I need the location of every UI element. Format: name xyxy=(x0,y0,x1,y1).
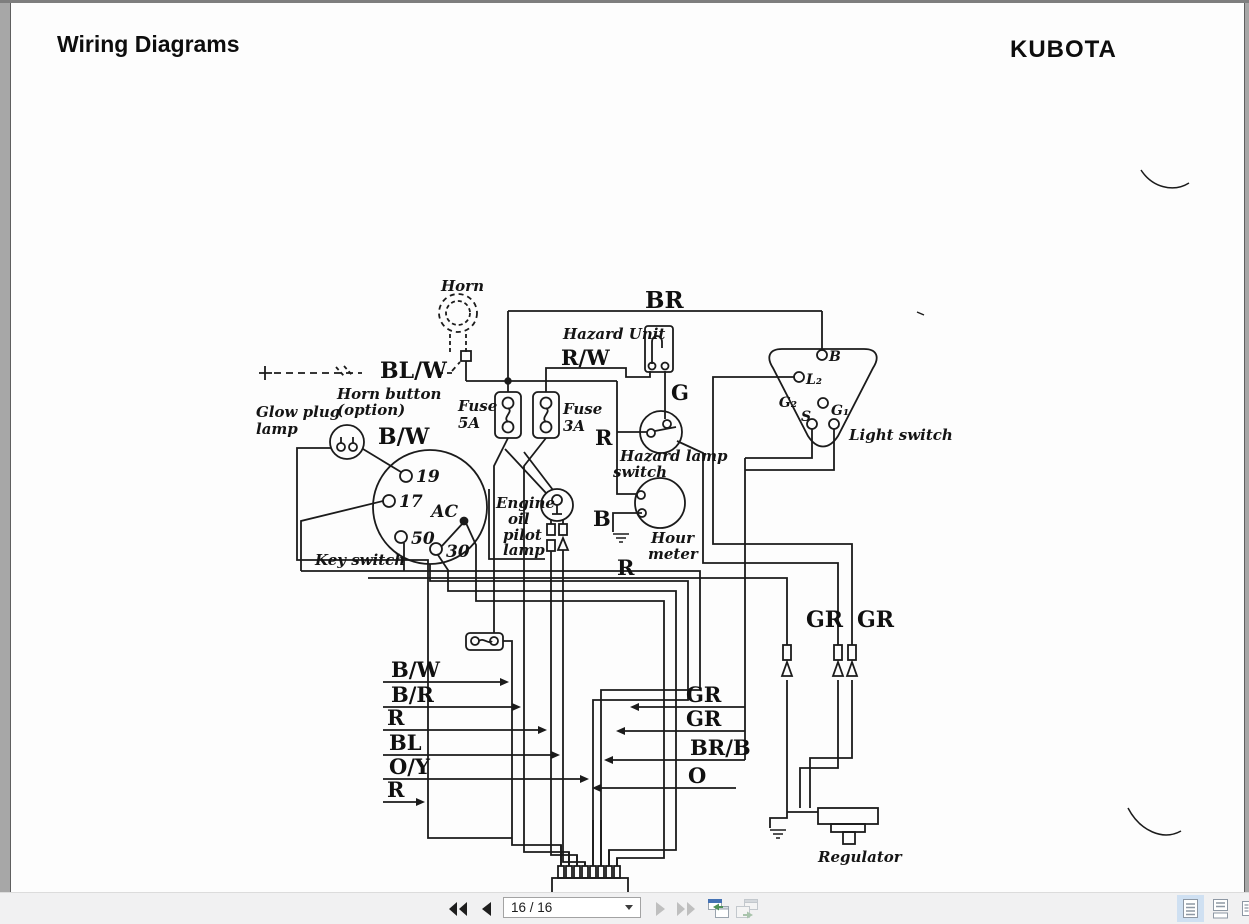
wire-b: B xyxy=(593,506,611,531)
key-terminal-50: 50 xyxy=(411,529,435,549)
first-page-button[interactable] xyxy=(446,893,472,924)
previous-page-icon xyxy=(481,901,491,916)
left-wire-bw: B/W xyxy=(391,657,440,682)
label-fuse3-1: Fuse xyxy=(562,400,602,418)
light-terminal-g1: G₁ xyxy=(831,403,849,419)
right-wire-o: O xyxy=(688,763,706,788)
page-number-value: 16 / 16 xyxy=(511,900,553,915)
previous-view-icon xyxy=(708,898,729,918)
label-hazard-lamp-2: switch xyxy=(613,463,667,481)
label-fuse5-1: Fuse xyxy=(457,397,497,415)
light-terminal-labels: B L₂ G₂ G₁ S xyxy=(779,349,849,425)
continuous-scroll-view-button[interactable] xyxy=(1207,895,1234,922)
document-page: Wiring Diagrams KUBOTA xyxy=(10,3,1245,893)
page-number-combobox[interactable]: 16 / 16 xyxy=(503,897,641,918)
previous-page-button[interactable] xyxy=(476,893,496,924)
brand-logo-text: KUBOTA xyxy=(1010,36,1117,63)
last-page-icon xyxy=(677,901,695,916)
key-terminal-19: 19 xyxy=(416,467,440,487)
wiring-diagram: Horn Hazard Unit Light switch Glow plug … xyxy=(256,169,1190,893)
page-title: Wiring Diagrams xyxy=(57,31,240,57)
next-page-button[interactable] xyxy=(650,893,670,924)
facing-page-view-button[interactable] xyxy=(1237,895,1249,922)
light-terminal-s: S xyxy=(801,409,811,425)
light-terminal-g2: G₂ xyxy=(779,395,797,411)
single-page-view-button[interactable] xyxy=(1177,895,1204,922)
wire-rw: R/W xyxy=(561,345,610,370)
left-wire-bl: BL xyxy=(389,730,422,755)
wire-g: G xyxy=(671,380,689,405)
label-hour-meter-1: Hour xyxy=(650,529,695,547)
label-regulator: Regulator xyxy=(817,848,903,866)
wire-r-mid: R xyxy=(617,555,635,580)
label-glow-plug-1: Glow plug xyxy=(256,403,340,421)
key-terminal-ac: AC xyxy=(429,502,458,522)
label-hazard-lamp-1: Hazard lamp xyxy=(619,447,728,465)
continuous-scroll-view-icon xyxy=(1213,899,1228,919)
previous-view-button[interactable] xyxy=(706,893,732,924)
wire-code-labels: BR R/W BL/W B/W G R B R GR GR B/W B/R R … xyxy=(378,287,895,802)
wire-bw-top: B/W xyxy=(378,424,430,450)
label-engine-oil-4: lamp xyxy=(503,541,545,559)
next-view-icon xyxy=(736,898,758,918)
component-labels: Horn Hazard Unit Light switch Glow plug … xyxy=(256,277,953,866)
key-terminal-labels: 19 17 50 30 AC xyxy=(399,467,470,562)
wire-gr-1: GR xyxy=(806,607,844,633)
label-hazard-unit: Hazard Unit xyxy=(562,325,665,343)
label-key-switch: Key switch xyxy=(314,551,405,569)
page-layout-controls xyxy=(1177,895,1249,922)
wiring-lines xyxy=(259,169,1190,893)
left-wire-r2: R xyxy=(387,777,405,802)
combobox-caret-icon[interactable] xyxy=(625,905,633,910)
next-page-icon xyxy=(655,901,665,916)
left-wire-r: R xyxy=(387,705,405,730)
label-light-switch: Light switch xyxy=(848,426,953,444)
left-wire-br: B/R xyxy=(391,682,434,707)
viewer-toolbar: 16 / 16 xyxy=(0,892,1249,924)
key-terminal-17: 17 xyxy=(399,492,423,512)
label-glow-plug-2: lamp xyxy=(256,420,298,438)
light-terminal-b: B xyxy=(828,349,841,365)
last-page-button[interactable] xyxy=(674,893,700,924)
label-engine-oil-2: oil xyxy=(508,510,530,528)
label-horn: Horn xyxy=(440,277,484,295)
wire-blw: BL/W xyxy=(380,358,447,384)
single-page-view-icon xyxy=(1183,899,1198,918)
label-fuse5-2: 5A xyxy=(458,414,480,432)
facing-page-view-icon xyxy=(1241,901,1249,916)
next-view-button[interactable] xyxy=(734,893,760,924)
light-terminal-l2: L₂ xyxy=(805,372,822,388)
left-wire-oy: O/Y xyxy=(389,754,431,779)
right-wire-gr2: GR xyxy=(686,706,722,731)
right-wire-gr1: GR xyxy=(686,682,722,707)
label-hour-meter-2: meter xyxy=(648,545,699,563)
window-top-border xyxy=(0,0,1249,3)
wire-r-fuse: R xyxy=(595,425,613,450)
label-engine-oil-3: pilot xyxy=(503,526,542,544)
wire-gr-2: GR xyxy=(857,607,895,633)
wire-br: BR xyxy=(645,287,684,314)
key-terminal-30: 30 xyxy=(446,542,470,562)
label-horn-button-1: Horn button xyxy=(336,385,441,403)
label-horn-button-2: (option) xyxy=(337,401,405,419)
label-fuse3-2: 3A xyxy=(563,417,585,435)
first-page-icon xyxy=(449,901,467,916)
right-wire-brb: BR/B xyxy=(690,735,751,760)
label-engine-oil-1: Engine xyxy=(495,494,555,512)
